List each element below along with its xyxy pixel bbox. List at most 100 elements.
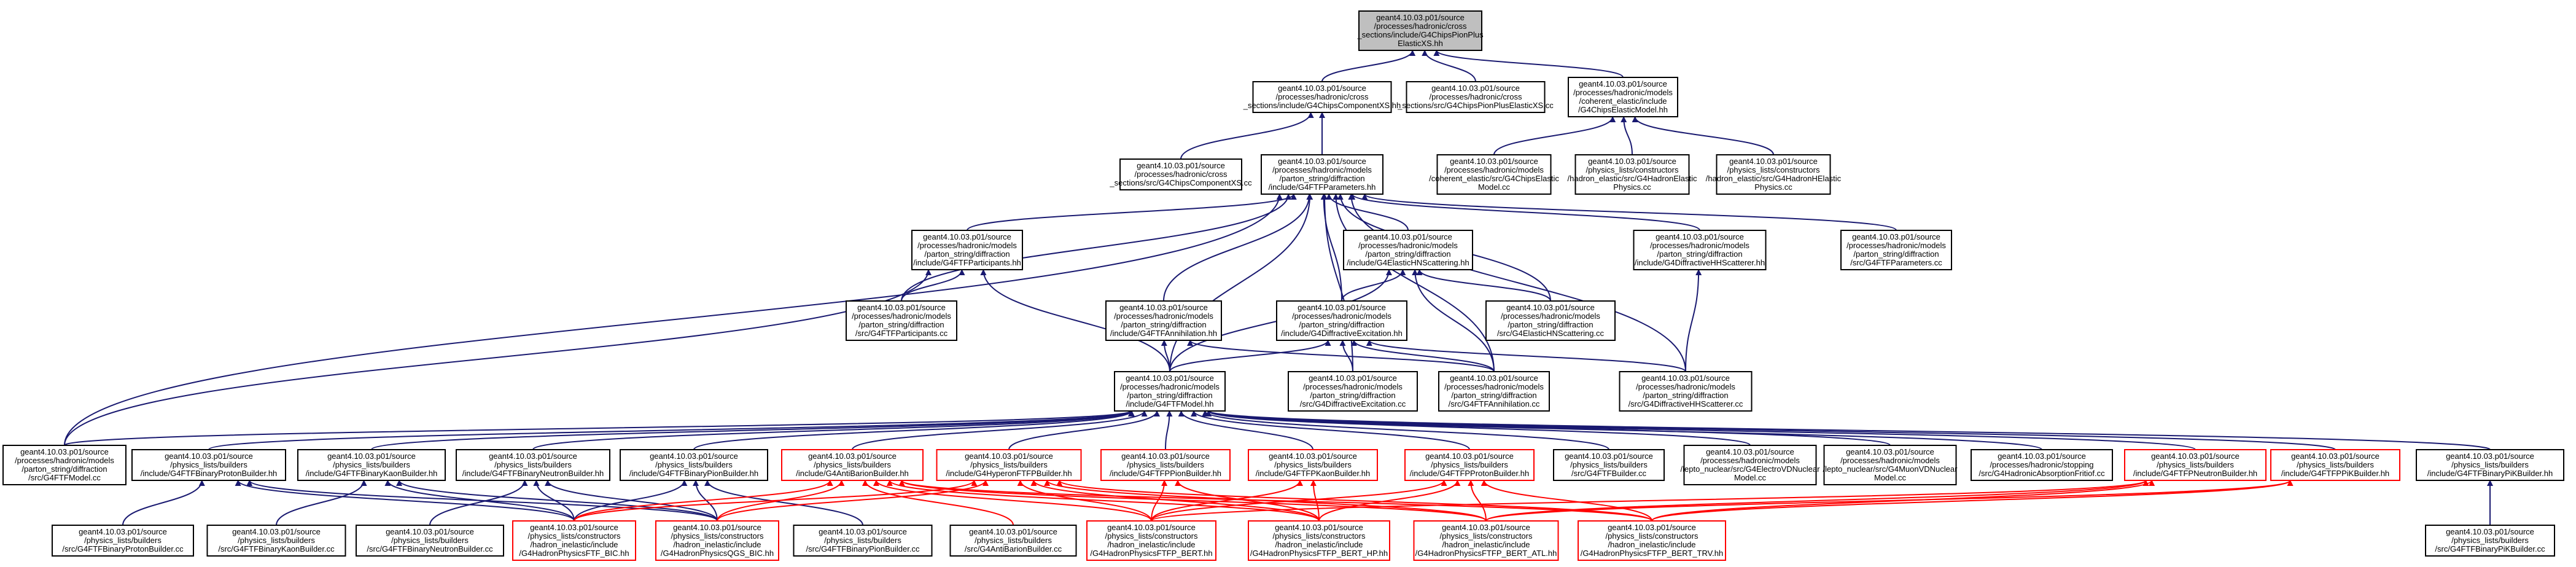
node-box[interactable] xyxy=(1358,10,1482,51)
node-ionvd_cc[interactable]: geant4.10.03.p01/source/processes/hadron… xyxy=(1681,445,1821,485)
node-box[interactable] xyxy=(1105,300,1222,341)
node-box[interactable] xyxy=(2,445,126,485)
node-box[interactable] xyxy=(949,525,1077,557)
node-diffex_hh[interactable]: geant4.10.03.p01/source/processes/hadron… xyxy=(1276,300,1407,341)
node-box[interactable] xyxy=(297,449,446,481)
node-box[interactable] xyxy=(1119,158,1242,190)
node-box[interactable] xyxy=(1261,154,1383,195)
node-box[interactable] xyxy=(1086,520,1216,561)
node-box[interactable] xyxy=(52,525,194,557)
node-antibar_cc[interactable]: geant4.10.03.p01/source/physics_lists/bu… xyxy=(949,525,1077,557)
node-box[interactable] xyxy=(936,449,1082,481)
node-box[interactable] xyxy=(2425,525,2555,557)
node-bprot_hh[interactable]: geant4.10.03.p01/source/physics_lists/bu… xyxy=(131,449,286,481)
node-fpion_hh[interactable]: geant4.10.03.p01/source/physics_lists/bu… xyxy=(1100,449,1231,481)
node-ftfpatl_hh[interactable]: geant4.10.03.p01/source/physics_lists/co… xyxy=(1413,520,1559,561)
node-box[interactable] xyxy=(1716,154,1831,195)
node-box[interactable] xyxy=(620,449,768,481)
node-box[interactable] xyxy=(1568,77,1678,117)
node-box[interactable] xyxy=(1619,371,1753,412)
node-box[interactable] xyxy=(1683,445,1817,485)
node-box[interactable] xyxy=(206,525,346,557)
node-bneut_cc[interactable]: geant4.10.03.p01/source/physics_lists/bu… xyxy=(356,525,504,557)
node-box[interactable] xyxy=(356,525,504,557)
node-box[interactable] xyxy=(1114,371,1226,412)
node-box[interactable] xyxy=(1248,449,1378,481)
node-ftfmodel_hh[interactable]: geant4.10.03.p01/source/processes/hadron… xyxy=(1114,371,1226,412)
node-hadronEl_cc[interactable]: geant4.10.03.p01/source/physics_lists/co… xyxy=(1568,154,1697,195)
node-diffhh_cc[interactable]: geant4.10.03.p01/source/processes/hadron… xyxy=(1619,371,1753,412)
node-ftfpart_cc[interactable]: geant4.10.03.p01/source/processes/hadron… xyxy=(846,300,957,341)
node-box[interactable] xyxy=(1574,154,1690,195)
node-ftfparams_cc[interactable]: geant4.10.03.p01/source/processes/hadron… xyxy=(1840,230,1952,270)
node-ftfpbhp_hh[interactable]: geant4.10.03.p01/source/physics_lists/co… xyxy=(1248,520,1390,561)
node-ftfpart_hh[interactable]: geant4.10.03.p01/source/processes/hadron… xyxy=(911,230,1023,270)
node-box[interactable] xyxy=(1343,230,1473,270)
node-bprot_cc[interactable]: geant4.10.03.p01/source/physics_lists/bu… xyxy=(52,525,194,557)
node-absfritiof_cc[interactable]: geant4.10.03.p01/source/processes/hadron… xyxy=(1971,449,2113,481)
node-box[interactable] xyxy=(1288,371,1418,412)
node-box[interactable] xyxy=(1971,449,2113,481)
node-pionplus_cc[interactable]: geant4.10.03.p01/source/processes/hadron… xyxy=(1397,81,1554,113)
node-compXS_hh[interactable]: geant4.10.03.p01/source/processes/hadron… xyxy=(1243,81,1401,113)
node-elhn_hh[interactable]: geant4.10.03.p01/source/processes/hadron… xyxy=(1343,230,1473,270)
node-box[interactable] xyxy=(1823,445,1957,485)
node-box[interactable] xyxy=(1413,520,1559,561)
node-box[interactable] xyxy=(1578,520,1726,561)
node-box[interactable] xyxy=(1276,300,1407,341)
node-box[interactable] xyxy=(793,525,933,557)
node-box[interactable] xyxy=(846,300,957,341)
node-box[interactable] xyxy=(2270,449,2400,481)
node-ftfpbert_hh[interactable]: geant4.10.03.p01/source/physics_lists/co… xyxy=(1086,520,1216,561)
node-box[interactable] xyxy=(2124,449,2267,481)
node-chipsEl_cc[interactable]: geant4.10.03.p01/source/processes/hadron… xyxy=(1429,154,1559,195)
node-hyper_hh[interactable]: geant4.10.03.p01/source/physics_lists/bu… xyxy=(936,449,1082,481)
node-box[interactable] xyxy=(1633,230,1767,270)
node-fpik_hh[interactable]: geant4.10.03.p01/source/physics_lists/bu… xyxy=(2270,449,2400,481)
node-box[interactable] xyxy=(1404,449,1535,481)
node-bneut_hh[interactable]: geant4.10.03.p01/source/physics_lists/bu… xyxy=(456,449,610,481)
node-diffhh_hh[interactable]: geant4.10.03.p01/source/processes/hadron… xyxy=(1633,230,1767,270)
node-box[interactable] xyxy=(655,520,779,561)
node-ftfmodel_cc[interactable]: geant4.10.03.p01/source/processes/hadron… xyxy=(2,445,126,485)
node-hadronHEl_cc[interactable]: geant4.10.03.p01/source/physics_lists/co… xyxy=(1706,154,1842,195)
node-diffex_cc[interactable]: geant4.10.03.p01/source/processes/hadron… xyxy=(1288,371,1418,412)
node-fprot_hh[interactable]: geant4.10.03.p01/source/physics_lists/bu… xyxy=(1404,449,1535,481)
node-box[interactable] xyxy=(1406,81,1546,113)
node-box[interactable] xyxy=(131,449,286,481)
node-ftfptrv_hh[interactable]: geant4.10.03.p01/source/physics_lists/co… xyxy=(1578,520,1726,561)
node-box[interactable] xyxy=(2416,449,2564,481)
node-box[interactable] xyxy=(1252,81,1392,113)
node-box[interactable] xyxy=(1100,449,1231,481)
node-bkaon_cc[interactable]: geant4.10.03.p01/source/physics_lists/bu… xyxy=(206,525,346,557)
node-box[interactable] xyxy=(512,520,636,561)
node-fneut_hh[interactable]: geant4.10.03.p01/source/physics_lists/bu… xyxy=(2124,449,2267,481)
node-box[interactable] xyxy=(781,449,924,481)
node-ftfann_cc[interactable]: geant4.10.03.p01/source/processes/hadron… xyxy=(1438,371,1550,412)
node-bpion_hh[interactable]: geant4.10.03.p01/source/physics_lists/bu… xyxy=(620,449,768,481)
node-box[interactable] xyxy=(1436,154,1552,195)
node-root[interactable]: geant4.10.03.p01/source/processes/hadron… xyxy=(1356,10,1484,51)
node-bpik_cc[interactable]: geant4.10.03.p01/source/physics_lists/bu… xyxy=(2425,525,2555,557)
node-box[interactable] xyxy=(1553,449,1665,481)
node-chipsEl_hh[interactable]: geant4.10.03.p01/source/processes/hadron… xyxy=(1568,77,1678,117)
node-box[interactable] xyxy=(1485,300,1616,341)
node-bkaon_hh[interactable]: geant4.10.03.p01/source/physics_lists/bu… xyxy=(297,449,446,481)
node-ftfparams_hh[interactable]: geant4.10.03.p01/source/processes/hadron… xyxy=(1261,154,1383,195)
node-elhn_cc[interactable]: geant4.10.03.p01/source/processes/hadron… xyxy=(1485,300,1616,341)
node-bpion_cc[interactable]: geant4.10.03.p01/source/physics_lists/bu… xyxy=(793,525,933,557)
node-muonvd_cc[interactable]: geant4.10.03.p01/source/processes/hadron… xyxy=(1823,445,1958,485)
node-box[interactable] xyxy=(1248,520,1390,561)
node-qgsbic_hh[interactable]: geant4.10.03.p01/source/physics_lists/co… xyxy=(655,520,779,561)
node-box[interactable] xyxy=(1438,371,1550,412)
node-ftfbic_hh[interactable]: geant4.10.03.p01/source/physics_lists/co… xyxy=(512,520,636,561)
node-ftfbuilder_cc[interactable]: geant4.10.03.p01/source/physics_lists/bu… xyxy=(1553,449,1665,481)
node-fkaon_hh[interactable]: geant4.10.03.p01/source/physics_lists/bu… xyxy=(1248,449,1378,481)
node-bpik_hh[interactable]: geant4.10.03.p01/source/physics_lists/bu… xyxy=(2416,449,2564,481)
node-box[interactable] xyxy=(911,230,1023,270)
node-box[interactable] xyxy=(456,449,610,481)
node-box[interactable] xyxy=(1840,230,1952,270)
node-compXS_cc[interactable]: geant4.10.03.p01/source/processes/hadron… xyxy=(1109,158,1252,190)
node-ftfann_hh[interactable]: geant4.10.03.p01/source/processes/hadron… xyxy=(1105,300,1222,341)
node-antibar_hh[interactable]: geant4.10.03.p01/source/physics_lists/bu… xyxy=(781,449,924,481)
